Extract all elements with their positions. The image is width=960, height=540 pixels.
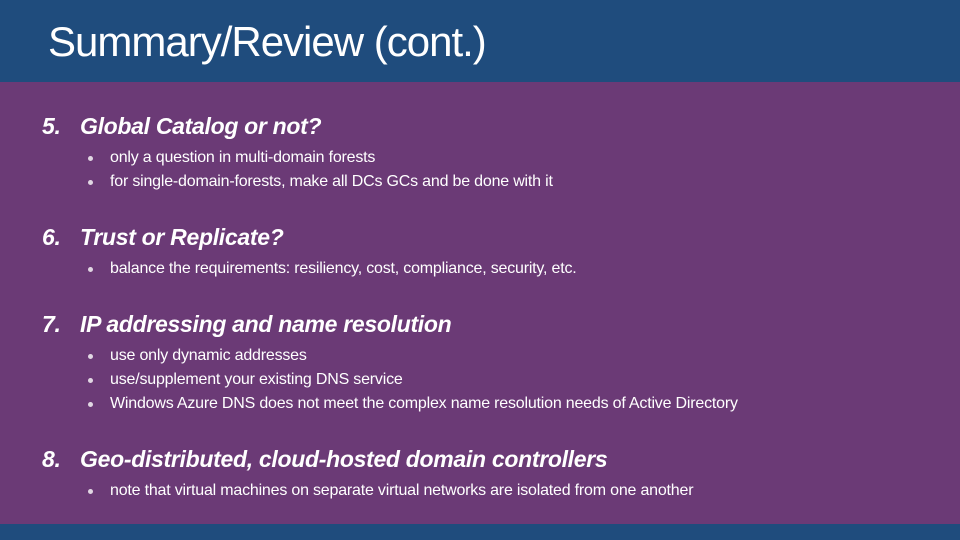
bullet-list: note that virtual machines on separate v…: [42, 479, 960, 503]
bullet-item: balance the requirements: resiliency, co…: [86, 257, 960, 281]
section-heading: IP addressing and name resolution: [80, 311, 452, 337]
bullet-text: use only dynamic addresses: [110, 347, 307, 364]
section-heading-row: 7. IP addressing and name resolution: [42, 309, 960, 339]
bullet-list: use only dynamic addresses use/supplemen…: [42, 344, 960, 416]
numbered-section-7: 7. IP addressing and name resolution use …: [42, 309, 960, 416]
bullet-text: use/supplement your existing DNS service: [110, 371, 403, 388]
bullet-item: only a question in multi-domain forests: [86, 146, 960, 170]
bullet-list: balance the requirements: resiliency, co…: [42, 257, 960, 281]
bullet-item: Windows Azure DNS does not meet the comp…: [86, 392, 960, 416]
section-heading-row: 8. Geo-distributed, cloud-hosted domain c…: [42, 444, 960, 474]
numbered-section-8: 8. Geo-distributed, cloud-hosted domain c…: [42, 444, 960, 503]
slide-title: Summary/Review (cont.): [48, 18, 487, 65]
title-bar: Summary/Review (cont.): [0, 0, 960, 82]
bullet-list: only a question in multi-domain forests …: [42, 146, 960, 194]
section-number: 7.: [42, 311, 61, 337]
numbered-section-5: 5. Global Catalog or not? only a question…: [42, 111, 960, 194]
slide-content: 5. Global Catalog or not? only a question…: [0, 82, 960, 524]
bullet-dot-icon: [86, 170, 110, 194]
section-number: 8.: [42, 446, 61, 472]
bullet-dot-icon: [86, 479, 110, 503]
footer-bar: [0, 524, 960, 540]
bullet-dot-icon: [86, 368, 110, 392]
section-heading-row: 5. Global Catalog or not?: [42, 111, 960, 141]
bullet-item: for single-domain-forests, make all DCs …: [86, 170, 960, 194]
section-heading: Geo-distributed, cloud-hosted domain con…: [80, 446, 608, 472]
bullet-item: use/supplement your existing DNS service: [86, 368, 960, 392]
bullet-dot-icon: [86, 392, 110, 416]
bullet-text: balance the requirements: resiliency, co…: [110, 260, 577, 277]
section-heading: Trust or Replicate?: [80, 224, 284, 250]
bullet-item: note that virtual machines on separate v…: [86, 479, 960, 503]
section-heading-row: 6. Trust or Replicate?: [42, 222, 960, 252]
bullet-item: use only dynamic addresses: [86, 344, 960, 368]
section-number: 5.: [42, 113, 61, 139]
section-heading: Global Catalog or not?: [80, 113, 322, 139]
bullet-text: Windows Azure DNS does not meet the comp…: [110, 395, 738, 412]
numbered-section-6: 6. Trust or Replicate? balance the requir…: [42, 222, 960, 281]
bullet-text: note that virtual machines on separate v…: [110, 482, 694, 499]
bullet-text: only a question in multi-domain forests: [110, 149, 376, 166]
bullet-text: for single-domain-forests, make all DCs …: [110, 173, 553, 190]
bullet-dot-icon: [86, 344, 110, 368]
bullet-dot-icon: [86, 257, 110, 281]
section-number: 6.: [42, 224, 61, 250]
bullet-dot-icon: [86, 146, 110, 170]
